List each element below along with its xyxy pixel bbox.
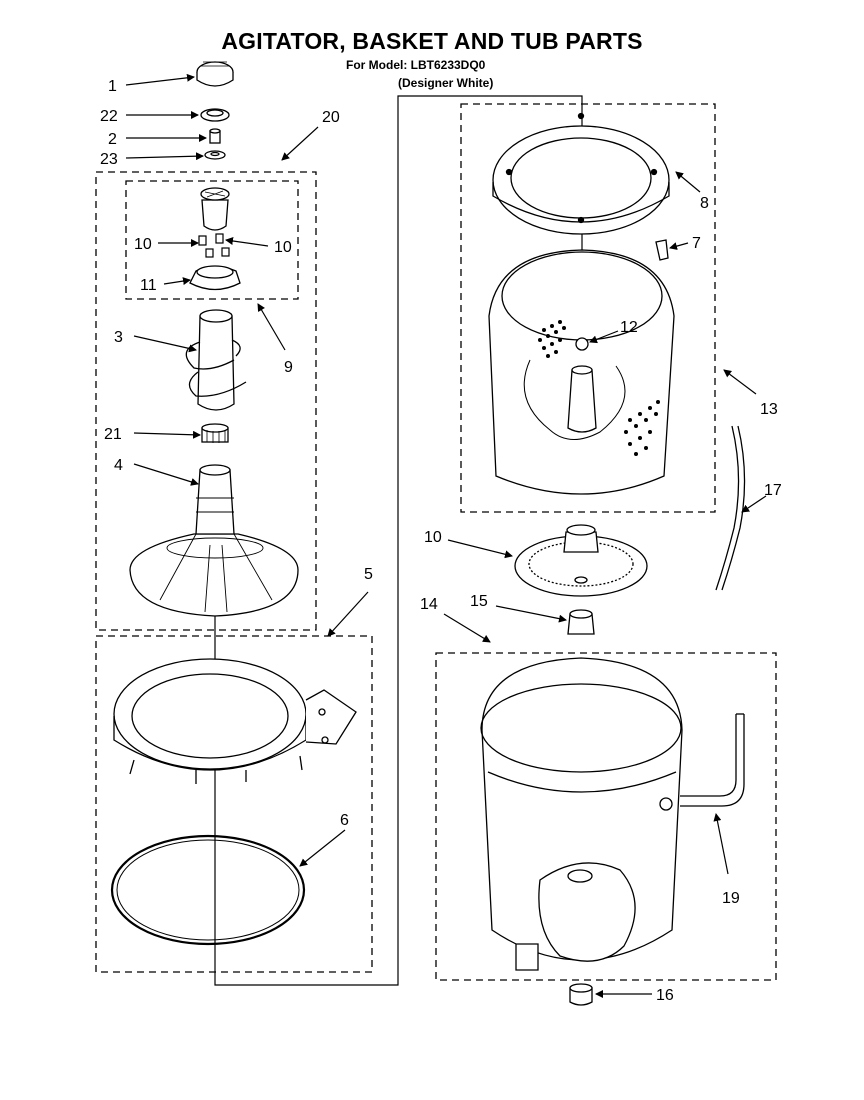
callout-4: 4 bbox=[114, 457, 123, 474]
part-bolt bbox=[209, 128, 221, 144]
part-outer-tub bbox=[480, 657, 683, 971]
part-hub-nut bbox=[567, 609, 595, 635]
callout-20: 20 bbox=[322, 109, 340, 126]
part-tub-seal-ring bbox=[110, 834, 306, 946]
callout-8: 8 bbox=[700, 195, 709, 212]
callout-2: 2 bbox=[108, 131, 117, 148]
part-outlet-hose bbox=[680, 713, 745, 807]
group-box-agitator-cam bbox=[125, 180, 299, 300]
callout-3: 3 bbox=[114, 329, 123, 346]
part-tub-ring bbox=[113, 658, 357, 784]
part-clip bbox=[655, 239, 669, 261]
part-agitator-cap bbox=[196, 61, 234, 87]
part-agitator-base bbox=[129, 464, 299, 617]
callout-10-left: 10 bbox=[134, 236, 152, 253]
callout-13: 13 bbox=[760, 401, 778, 418]
group-box-agitator bbox=[95, 171, 317, 631]
part-seal bbox=[200, 108, 230, 122]
part-wash-basket bbox=[488, 249, 675, 495]
callout-5: 5 bbox=[364, 566, 373, 583]
callout-16: 16 bbox=[656, 987, 674, 1004]
callout-10-right: 10 bbox=[274, 239, 292, 256]
callout-22: 22 bbox=[100, 108, 118, 125]
group-box-tub-ring bbox=[95, 635, 373, 973]
callout-15: 15 bbox=[470, 593, 488, 610]
part-agitator-dogs bbox=[198, 233, 230, 258]
part-balance-ring bbox=[492, 112, 670, 235]
callout-7: 7 bbox=[692, 235, 701, 252]
callout-9: 9 bbox=[284, 359, 293, 376]
callout-10-hub: 10 bbox=[424, 529, 442, 546]
callout-12: 12 bbox=[620, 319, 638, 336]
callout-23: 23 bbox=[100, 151, 118, 168]
callout-14: 14 bbox=[420, 596, 438, 613]
callout-11: 11 bbox=[140, 277, 157, 294]
part-agitator-auger bbox=[185, 309, 247, 411]
model-color: (Designer White) bbox=[398, 76, 494, 90]
callout-labels: 1 22 2 23 20 10 10 11 9 3 21 4 5 6 8 7 1… bbox=[100, 78, 782, 1004]
callout-19: 19 bbox=[722, 890, 740, 907]
callout-21: 21 bbox=[104, 426, 122, 443]
part-cam-ring bbox=[189, 265, 241, 291]
model-number: For Model: LBT6233DQ0 bbox=[346, 58, 486, 72]
callout-1: 1 bbox=[108, 78, 117, 95]
part-hub-drive bbox=[514, 524, 648, 597]
part-drain-plug bbox=[569, 983, 593, 1006]
part-agitator-cam bbox=[200, 187, 230, 231]
basket-perforations bbox=[538, 320, 660, 456]
callout-6: 6 bbox=[340, 812, 349, 829]
group-box-basket bbox=[460, 103, 716, 513]
part-drive-spline bbox=[201, 423, 229, 443]
callout-17: 17 bbox=[764, 482, 782, 499]
diagram-title: AGITATOR, BASKET AND TUB PARTS bbox=[221, 28, 643, 54]
part-hose-strip bbox=[715, 425, 746, 591]
group-box-tub bbox=[435, 652, 777, 981]
part-washer bbox=[204, 150, 226, 160]
leader-lines bbox=[125, 73, 767, 998]
